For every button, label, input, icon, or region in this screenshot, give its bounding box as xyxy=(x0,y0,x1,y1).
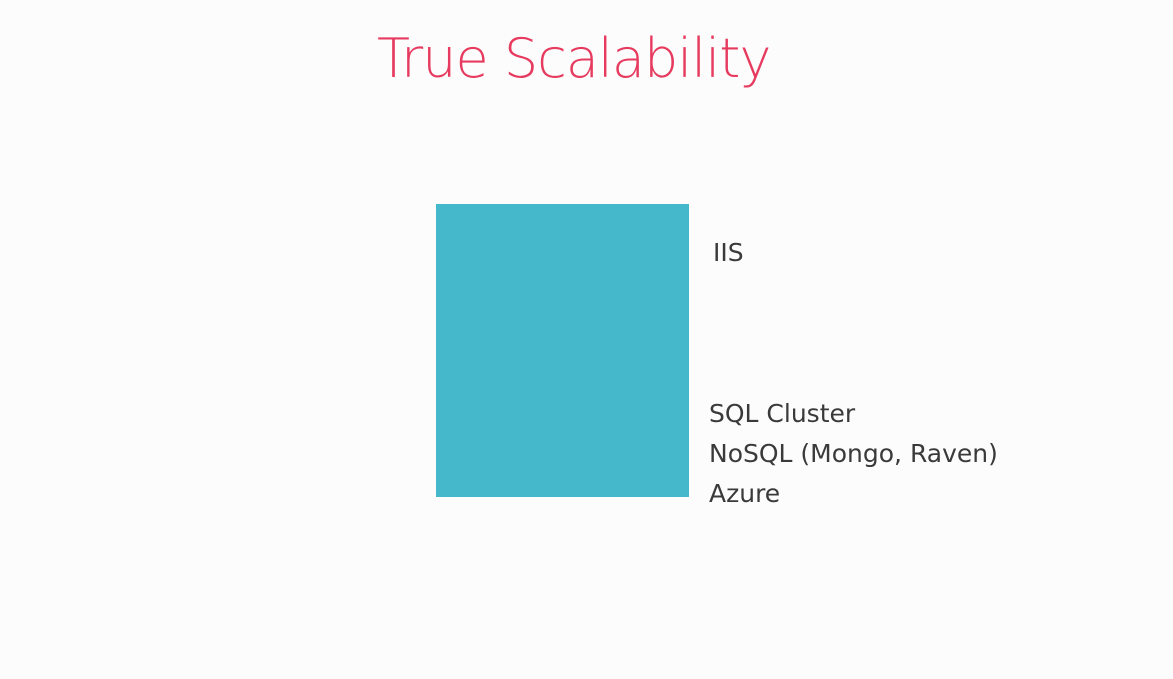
label-nosql: NoSQL (Mongo, Raven) xyxy=(709,439,998,468)
label-azure: Azure xyxy=(709,479,781,508)
label-iis: IIS xyxy=(713,238,744,267)
bottom-label-list: SQL Cluster NoSQL (Mongo, Raven) Azure xyxy=(709,394,998,514)
label-sql-cluster: SQL Cluster xyxy=(709,399,856,428)
slide-title: True Scalability xyxy=(377,27,771,90)
scalability-block xyxy=(436,204,689,497)
